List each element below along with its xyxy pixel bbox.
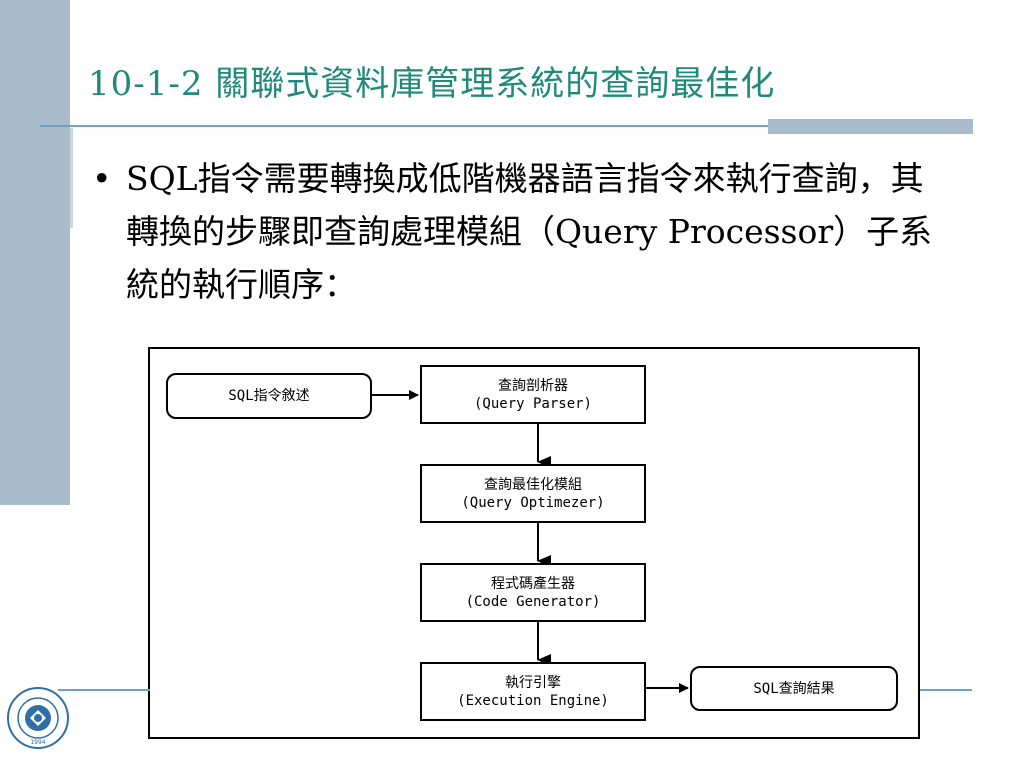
bullet-text: SQL指令需要轉換成低階機器語言指令來執行查詢，其轉換的步驟即查詢處理模組（Qu…: [126, 159, 933, 304]
code-generator-box: 程式碼產生器 (Code Generator): [420, 563, 646, 622]
footer-rule-left: [58, 689, 150, 691]
query-processor-diagram: SQL指令敘述 查詢剖析器 (Query Parser) 查詢最佳化模組 (Qu…: [148, 347, 920, 739]
title-underline: [40, 125, 970, 127]
sql-statement-label: SQL指令敘述: [228, 388, 310, 404]
logo-year: 1994: [30, 739, 45, 746]
query-parser-zh: 查詢剖析器: [498, 377, 568, 394]
query-parser-en: (Query Parser): [473, 395, 592, 412]
title-underline-accent: [768, 119, 973, 134]
execution-engine-zh: 執行引擎: [505, 674, 561, 691]
execution-engine-en: (Execution Engine): [457, 692, 609, 709]
query-parser-box: 查詢剖析器 (Query Parser): [420, 365, 646, 424]
bullet-marker: •: [92, 159, 112, 198]
university-seal-icon: 1994: [6, 686, 70, 750]
bullet-item: • SQL指令需要轉換成低階機器語言指令來執行查詢，其轉換的步驟即查詢處理模組（…: [92, 152, 952, 311]
execution-engine-box: 執行引擎 (Execution Engine): [420, 662, 646, 721]
query-optimizer-en: (Query Optimezer): [461, 494, 605, 511]
sql-result-box: SQL查詢結果: [690, 666, 898, 711]
diagram-arrows: [372, 390, 689, 693]
code-generator-zh: 程式碼產生器: [491, 575, 575, 592]
sidebar-shadow: [70, 128, 73, 228]
sql-statement-box: SQL指令敘述: [166, 373, 372, 419]
code-generator-en: (Code Generator): [465, 593, 601, 610]
sql-result-label: SQL查詢結果: [753, 680, 835, 697]
query-optimizer-zh: 查詢最佳化模組: [484, 476, 582, 493]
slide-title: 10-1-2 關聯式資料庫管理系統的查詢最佳化: [88, 64, 776, 104]
sidebar-accent-bar: [0, 0, 70, 505]
query-optimizer-box: 查詢最佳化模組 (Query Optimezer): [420, 464, 646, 523]
footer-rule-right: [920, 689, 972, 691]
